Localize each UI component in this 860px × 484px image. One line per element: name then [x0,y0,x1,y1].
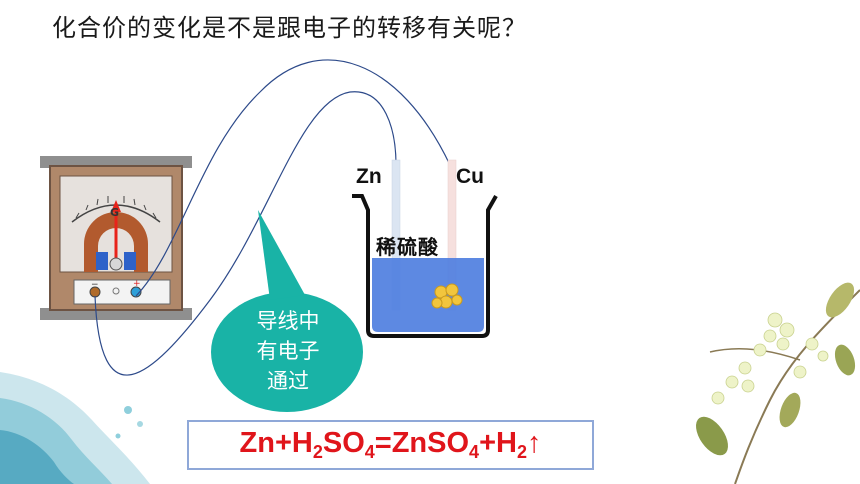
question-title: 化合价的变化是不是跟电子的转移有关呢？ [52,14,527,42]
callout-text: 导线中 有电子 通过 [228,306,348,396]
zn-electrode-label: Zn [356,165,382,188]
reaction-equation: Zn+H2SO4=ZnSO4+H2↑ [240,427,542,463]
galvanometer-plus-sign: + [133,279,141,289]
equation-sub-2: 4 [364,442,375,462]
flower-decoration [696,282,860,484]
beaker [352,194,498,338]
solution-label: 稀硫酸 [376,235,439,259]
equation-sub-4: 2 [516,442,527,462]
callout-bubble [211,210,363,412]
galvanometer-dial-letter: G [110,206,120,219]
hydrogen-bubbles [431,283,463,309]
equation-box: Zn+H2SO4=ZnSO4+H2↑ [187,420,594,470]
equation-part-2: SO [322,427,365,459]
callout-line-1: 导线中 [256,309,320,333]
watercolor-splash [0,372,150,484]
callout-line-2: 有电子 [256,339,320,363]
equation-part-5: ↑ [526,427,542,459]
equation-part-1: Zn+H [239,427,313,459]
galvanometer-minus-sign: − [91,280,99,290]
equation-part-4: +H [479,427,517,459]
equation-part-3: =ZnSO [374,427,470,459]
galvanometer [40,156,192,320]
equation-sub-3: 4 [469,442,480,462]
cu-electrode-label: Cu [456,165,484,188]
callout-line-3: 通过 [267,369,309,393]
equation-sub-1: 2 [312,442,323,462]
